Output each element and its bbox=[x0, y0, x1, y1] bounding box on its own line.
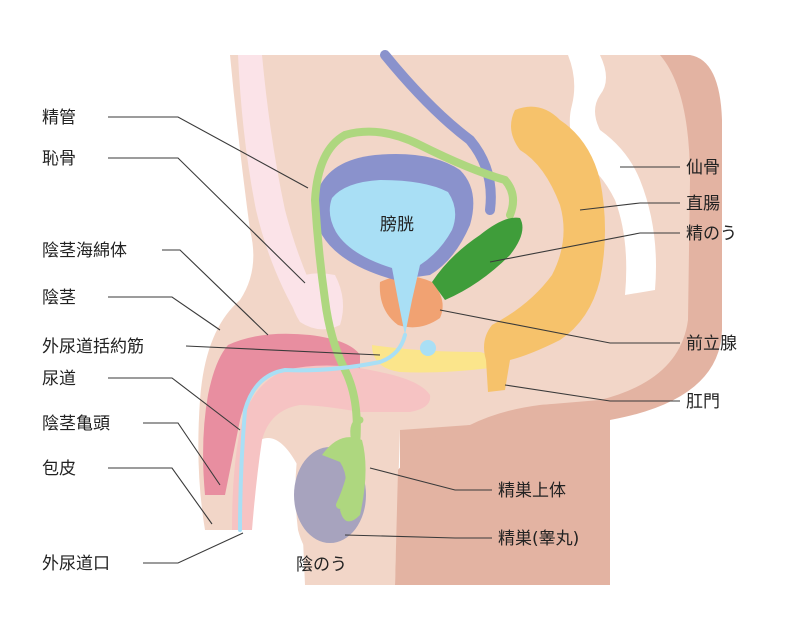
leader-gainyodo-ko bbox=[143, 532, 244, 564]
leader-inkei-kito bbox=[143, 422, 221, 486]
label-gainyodo-ko: 外尿道口 bbox=[42, 554, 110, 574]
leader-seisou-joutai bbox=[369, 467, 492, 491]
leader-chokucho bbox=[579, 202, 680, 211]
label-zenritsusen: 前立腺 bbox=[686, 334, 737, 354]
label-nyodo: 尿道 bbox=[42, 369, 76, 389]
leader-zenritsusen bbox=[439, 309, 680, 344]
leader-komon bbox=[504, 384, 680, 402]
label-hohi: 包皮 bbox=[42, 459, 76, 479]
label-seikan: 精管 bbox=[42, 108, 76, 128]
leader-seisou bbox=[344, 534, 492, 539]
leader-seikan bbox=[108, 116, 309, 189]
label-seino: 精のう bbox=[686, 224, 737, 244]
label-seisou-joutai: 精巣上体 bbox=[498, 481, 566, 501]
leader-chikotsu bbox=[108, 157, 306, 284]
sacrum-shape bbox=[568, 55, 656, 295]
urethral-bulb bbox=[420, 340, 436, 356]
label-chikotsu: 恥骨 bbox=[42, 149, 76, 169]
leader-hohi bbox=[108, 467, 213, 525]
epididymis-green bbox=[322, 437, 366, 522]
penis-corpus-shape bbox=[203, 333, 360, 495]
label-inkei: 陰茎 bbox=[42, 288, 76, 308]
label-inkei-kito: 陰茎亀頭 bbox=[42, 414, 110, 434]
penis-spongy-shape bbox=[232, 365, 431, 530]
seminal-tube-green bbox=[310, 127, 518, 509]
leader-seino bbox=[489, 232, 680, 263]
seminal-vesicle-shape bbox=[432, 217, 523, 300]
label-inno: 陰のう bbox=[296, 555, 347, 575]
label-bokou: 膀胱 bbox=[380, 215, 414, 235]
bladder-inner-shape bbox=[329, 180, 456, 335]
leader-gainyodo-katsuyakukin bbox=[185, 345, 381, 356]
label-gainyodo-katsuyakukin: 外尿道括約筋 bbox=[42, 337, 144, 357]
urethra-path bbox=[238, 333, 407, 532]
leader-nyodo bbox=[108, 377, 241, 431]
perineum-shape bbox=[395, 404, 610, 585]
leader-inkei-kaimentai bbox=[162, 249, 269, 336]
leader-inkei bbox=[108, 296, 221, 331]
sphincter-shape bbox=[372, 345, 492, 373]
vas-deferens-blue bbox=[380, 50, 496, 215]
label-chokucho: 直腸 bbox=[686, 194, 720, 214]
label-inkei-kaimentai: 陰茎海綿体 bbox=[42, 241, 127, 261]
label-senkotsu: 仙骨 bbox=[686, 158, 720, 178]
rectum-shape bbox=[484, 106, 605, 393]
abdominal-wall-shape bbox=[238, 55, 320, 320]
label-komon: 肛門 bbox=[686, 392, 720, 412]
label-seisou: 精巣(睾丸) bbox=[498, 529, 579, 549]
